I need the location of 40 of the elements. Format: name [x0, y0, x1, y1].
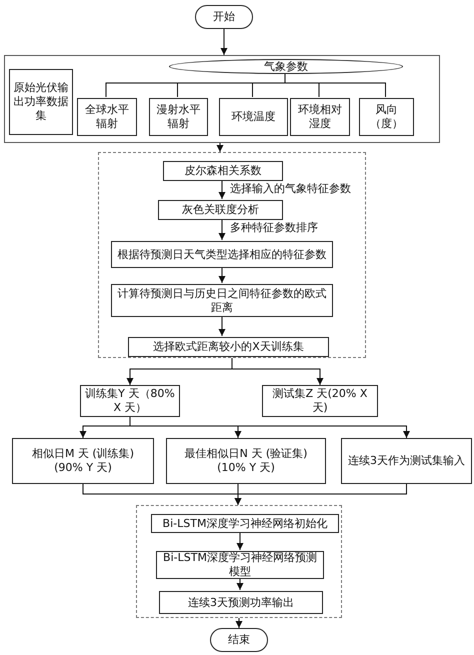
- process-box: 灰色关联度分析: [158, 200, 283, 220]
- process-box: 测试集Z 天(20% X 天): [262, 385, 378, 417]
- arrow: [236, 618, 242, 628]
- process-box: 原始光伏输出功率数据集: [9, 69, 73, 135]
- process-box: 环境温度: [219, 98, 288, 136]
- arrow: [218, 218, 226, 240]
- edge-label: 多种特征参数排序: [230, 221, 318, 234]
- arrow: [130, 416, 410, 438]
- edge-label: 选择输入的气象特征参数: [230, 182, 351, 196]
- process-box: 训练集Y 天（80% X 天）: [80, 385, 180, 417]
- arrow: [216, 142, 224, 152]
- process-box: 风向（度）: [359, 98, 414, 136]
- terminal-pill: 结束: [210, 628, 268, 652]
- connector-line: [284, 72, 386, 98]
- process-box: 最佳相似日N 天 (验证集) (10% Y 天): [166, 438, 326, 484]
- arrow: [220, 28, 228, 56]
- process-box: 根据待预测日天气类型选择相应的特征参数: [111, 241, 333, 268]
- arrow: [236, 532, 244, 550]
- dashed-group-box: [98, 152, 366, 358]
- process-box: 连续3天作为测试集输入: [341, 438, 472, 484]
- process-box: 计算待预测日与历史日之间特征参数的欧式距离: [111, 284, 333, 317]
- arrow: [234, 484, 407, 506]
- dashed-group-box: [136, 505, 342, 618]
- ellipse-node: 气象参数: [169, 59, 403, 74]
- process-box: 环境相对湿度: [290, 98, 350, 136]
- group-box: [4, 55, 440, 143]
- arrow: [236, 578, 244, 590]
- process-box: Bi-LSTM深度学习神经网络预测模型: [156, 551, 324, 579]
- arrow: [232, 358, 324, 386]
- arrow: [218, 180, 226, 200]
- process-box: 选择欧式距离较小的X天训练集: [128, 337, 329, 357]
- process-box: 皮尔森相关系数: [163, 161, 283, 181]
- process-box: 相似日M 天 (训练集) (90% Y 天): [12, 438, 154, 484]
- process-box: Bi-LSTM深度学习神经网络初始化: [151, 514, 339, 533]
- arrow: [218, 316, 226, 336]
- arrow: [218, 266, 226, 284]
- process-box: 全球水平辐射: [77, 98, 137, 136]
- process-box: 漫射水平辐射: [149, 98, 208, 136]
- process-box: 连续3天预测功率输出: [159, 591, 323, 614]
- terminal-pill: 开始: [195, 5, 253, 29]
